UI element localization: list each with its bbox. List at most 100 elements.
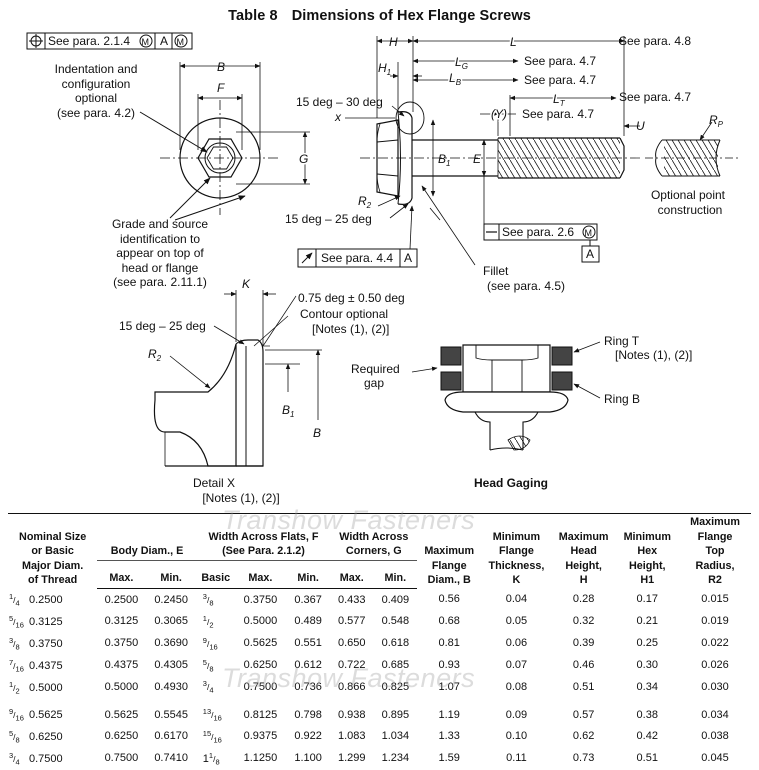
detail-r2-label: R2 (148, 347, 162, 363)
cell-corners-min: 1.234 (381, 752, 410, 765)
cell-head-height: 0.51 (572, 680, 595, 693)
cell-head-height: 0.57 (572, 708, 595, 721)
required-gap-label: Required (351, 362, 400, 376)
cell-hex-height: 0.51 (636, 752, 658, 765)
table-top-rule (8, 513, 751, 514)
optional-point-line2: construction (658, 203, 723, 217)
cell-flange-thickness: 0.11 (506, 752, 527, 765)
table-subheader-row: Max. Min. Basic Max. Min. Max. Min. (8, 560, 751, 590)
detail-k-label: K (242, 277, 251, 291)
cell-body-max: 0.3750 (104, 637, 139, 650)
ring-b-label: Ring B (604, 392, 640, 406)
see-para-47-lg: See para. 4.7 (524, 54, 596, 68)
cell-flats-min: 0.367 (294, 593, 322, 606)
cell-flange-radius: 0.026 (701, 659, 729, 671)
fcf-top-m2: M (177, 37, 185, 47)
watermark-2: Transhow Fasteners (222, 663, 476, 693)
cell-head-height: 0.32 (572, 615, 595, 628)
cell-flange-radius: 0.019 (701, 615, 729, 628)
dim-b-label: B (217, 60, 225, 74)
cell-head-height: 0.73 (572, 752, 595, 765)
cell-flats-min: 0.551 (294, 637, 322, 650)
table-title-text: Dimensions of Hex Flange Screws (291, 8, 531, 24)
cell-flange-radius: 0.030 (701, 680, 729, 693)
dim-h-label: H (389, 35, 398, 49)
cell-flange-diam: 1.33 (438, 730, 460, 743)
cell-corners-min: 0.409 (381, 593, 410, 606)
svg-text:See para. 2.6: See para. 2.6 (502, 225, 574, 239)
cell-flange-thickness: 0.04 (505, 593, 528, 606)
see-para-47-y: See para. 4.7 (522, 107, 594, 121)
cell-flange-diam: 0.56 (438, 593, 460, 606)
cell-flats-min: 0.798 (294, 708, 322, 721)
detail-x-notes: [Notes (1), (2)] (202, 491, 279, 505)
optional-point-line1: Optional point (651, 188, 726, 202)
cell-flats-basic: 1/2 (202, 614, 214, 630)
cell-body-min: 0.5545 (154, 708, 188, 721)
head-gaging-caption: Head Gaging (474, 476, 548, 490)
cell-flange-thickness: 0.09 (505, 708, 528, 721)
ring-t-label: Ring T (604, 334, 640, 348)
cell-hex-height: 0.38 (636, 708, 658, 721)
cell-flange-thickness: 0.10 (505, 730, 528, 743)
cell-flange-radius: 0.022 (701, 637, 729, 650)
cell-corners-max: 1.083 (337, 730, 366, 743)
cell-flange-diam: 0.68 (438, 615, 460, 628)
sub-flats-max: Max. (234, 560, 287, 590)
see-para-48: See para. 4.8 (619, 34, 691, 48)
indentation-note: Indentation and configuration optional (… (55, 62, 138, 120)
detail-x-pointer-label: x (334, 110, 342, 124)
cell-flats-basic: 15/16 (202, 729, 222, 745)
cell-flats-max: 0.6250 (243, 659, 278, 671)
cell-body-min: 0.6170 (154, 730, 188, 743)
cell-corners-max: 1.299 (337, 752, 366, 765)
svg-text:Grade and source: Grade and source (112, 217, 208, 231)
cell-corners-max: 0.938 (337, 708, 366, 721)
cell-flats-min: 0.922 (294, 730, 322, 743)
ring-t-notes: [Notes (1), (2)] (615, 348, 692, 362)
cell-hex-height: 0.30 (636, 659, 658, 671)
cell-corners-min: 0.618 (381, 637, 410, 650)
runout-frame: See para. 4.4 A (297, 205, 418, 268)
straightness-frame: See para. 2.6 M A (483, 223, 600, 263)
cell-hex-height: 0.21 (636, 615, 658, 628)
datum-a-label: A (586, 247, 594, 261)
cell-body-max: 0.6250 (104, 730, 139, 743)
cell-corners-max: 0.722 (337, 659, 366, 671)
cell-body-min: 0.4930 (154, 680, 188, 693)
fcf-top-m1: M (142, 37, 150, 47)
cell-flats-basic: 5/8 (202, 657, 214, 674)
detail-angle-15-25: 15 deg – 25 deg (119, 319, 206, 333)
angle-15-25-label: 15 deg – 25 deg (285, 212, 372, 226)
required-gap-label-2: gap (364, 376, 384, 390)
detail-x-caption: Detail X (193, 476, 235, 490)
cell-flange-diam: 0.81 (438, 637, 460, 650)
svg-text:optional: optional (75, 91, 117, 105)
contour-notes: [Notes (1), (2)] (312, 322, 389, 336)
cell-corners-max: 0.577 (337, 615, 366, 628)
cell-flats-basic: 9/16 (202, 635, 218, 652)
svg-text:head or flange: head or flange (122, 261, 199, 275)
cell-hex-height: 0.17 (636, 593, 658, 606)
dim-lg-label: LG (455, 55, 468, 71)
cell-flats-max: 0.7500 (243, 680, 278, 693)
cell-flats-basic: 3/8 (202, 592, 214, 608)
cell-hex-height: 0.25 (636, 637, 658, 650)
cell-flange-diam: 1.59 (438, 752, 460, 765)
